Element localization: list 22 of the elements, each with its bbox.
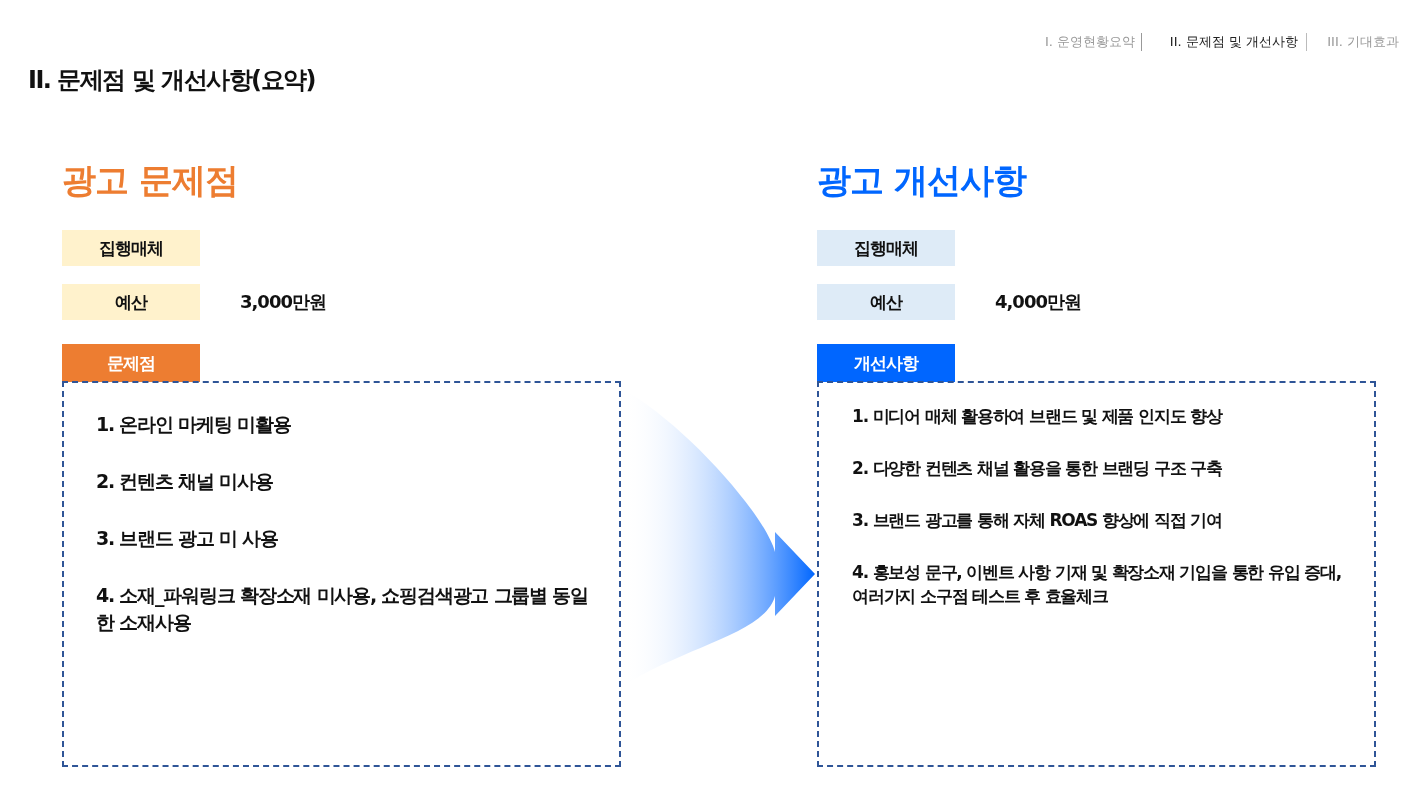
section-heading: 광고 문제점 [62, 159, 238, 202]
value-text: 4,000만원 [995, 290, 1081, 314]
section-heading: 광고 개선사항 [817, 159, 1026, 202]
section-tab: 문제점 [62, 344, 200, 382]
list-item: 1. 온라인 마케팅 미활용 [96, 412, 292, 437]
section-tab: 개선사항 [817, 344, 955, 382]
page-title: II. 문제점 및 개선사항(요약) [28, 65, 315, 96]
list-item: 2. 다양한 컨텐츠 채널 활용을 통한 브랜딩 구조 구축 [852, 457, 1223, 480]
nav-link: III. 기대효과 [1327, 33, 1399, 51]
label-cell: 집행매체 [62, 230, 200, 266]
label-cell: 집행매체 [817, 230, 955, 266]
nav-link: I. 운영현황요약 [1044, 33, 1142, 51]
list-item: 3. 브랜드 광고 미 사용 [96, 526, 280, 551]
list-item: 2. 컨텐츠 채널 미사용 [96, 469, 274, 494]
nav-link: II. 문제점 및 개선사항 [1169, 33, 1307, 51]
label-cell: 예산 [62, 284, 200, 320]
label-cell: 예산 [817, 284, 955, 320]
list-item: 4. 소재_파워링크 확장소재 미사용, 쇼핑검색광고 그룹별 동일한 소재사용 [96, 583, 590, 635]
list-item: 1. 미디어 매체 활용하여 브랜드 및 제품 인지도 향상 [852, 405, 1224, 428]
list-item: 4. 홍보성 문구, 이벤트 사항 기재 및 확장소재 기입을 통한 유입 증대, 여러가지 소구점 테스트 후 효율체크 [852, 561, 1343, 608]
value-text: 3,000만원 [240, 290, 326, 314]
list-item: 3. 브랜드 광고를 통해 자체 ROAS 향상에 직접 기여 [852, 509, 1223, 532]
